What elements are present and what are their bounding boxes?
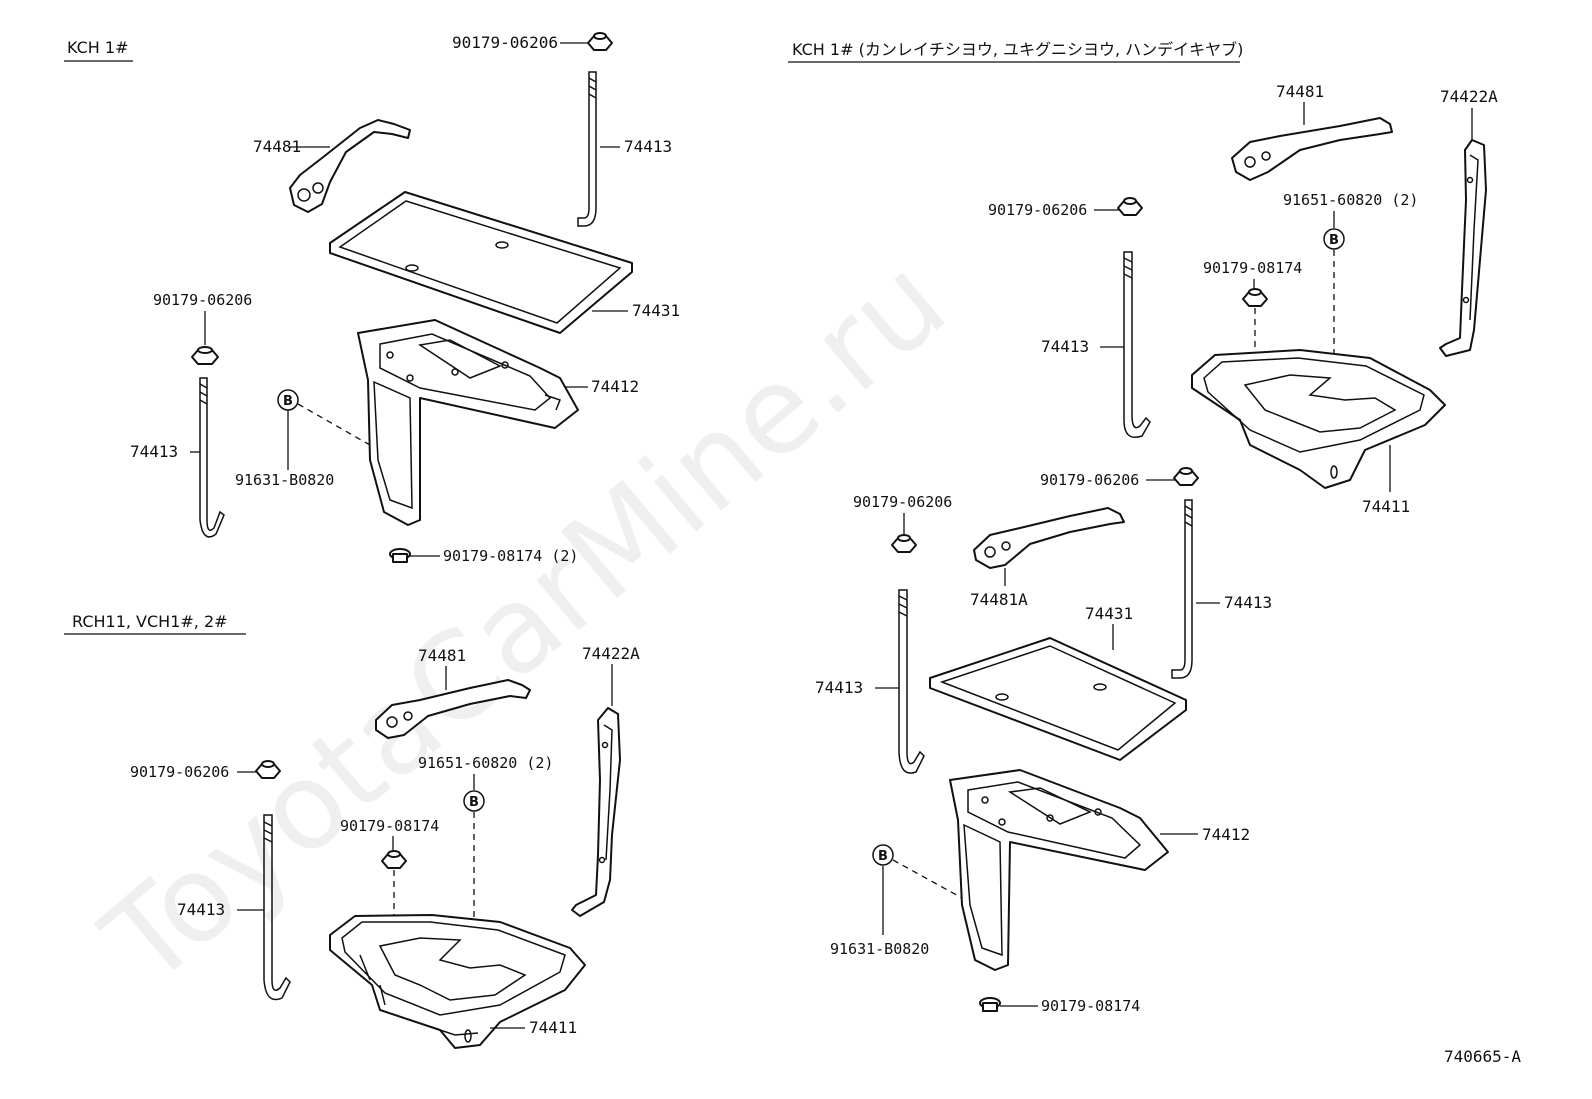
label-rod-top: 74413 [1041, 337, 1089, 356]
nut-icon [891, 534, 917, 553]
battery-carrier-bracket-icon [949, 769, 1169, 971]
label-rod: 74413 [177, 900, 225, 919]
label-rod-mid-left: 74413 [815, 678, 863, 697]
label-pad: 74431 [1085, 604, 1133, 623]
battery-tray-icon [1191, 349, 1446, 489]
label-rod-mid-right: 74413 [1224, 593, 1272, 612]
nut-icon [1173, 467, 1199, 486]
hook-rod-icon [1171, 499, 1193, 679]
label-bolt-top: 91651-60820 (2) [1283, 191, 1418, 209]
section-right: KCH 1# (カンレイチシヨウ, ユキグニシヨウ, ハンデイキヤブ) 7448… [788, 40, 1498, 1015]
svg-text:B: B [283, 394, 293, 409]
label-nut2: 90179-08174 [340, 817, 439, 835]
label-nut2-top: 90179-08174 [1203, 259, 1302, 277]
label-clamp-mid: 74481A [970, 590, 1028, 609]
label-bolt: 91651-60820 (2) [418, 754, 553, 772]
label-tray: 74411 [529, 1018, 577, 1037]
flange-nut-icon [979, 997, 1001, 1012]
label-bolt-bottom: 91631-B0820 [830, 940, 929, 958]
bolt-marker-icon: B [1323, 228, 1345, 250]
battery-clamp-icon [289, 119, 411, 213]
label-nut-bottom: 90179-08174 (2) [443, 547, 578, 565]
diagram-code: 740665-A [1444, 1047, 1521, 1066]
svg-text:B: B [469, 795, 479, 810]
nut-icon [1242, 288, 1268, 307]
label-stay: 74422A [1440, 87, 1498, 106]
label-nut-mid: 90179-06206 [1040, 471, 1139, 489]
battery-stay-icon [1439, 139, 1487, 357]
hook-rod-icon [577, 71, 597, 227]
label-tray: 74411 [1362, 497, 1410, 516]
label-bolt: 91631-B0820 [235, 471, 334, 489]
section-top-left: KCH 1# 90179-06206 74413 74481 [64, 32, 680, 565]
nut-icon [1117, 197, 1143, 216]
battery-pad-icon [329, 191, 633, 334]
battery-clamp-icon [375, 679, 531, 739]
bolt-marker-icon: B [872, 844, 894, 866]
battery-clamp-icon [973, 507, 1125, 569]
nut-icon [255, 760, 281, 779]
label-nut-mid-left: 90179-06206 [853, 493, 952, 511]
bolt-marker-icon: B [277, 389, 299, 411]
svg-text:B: B [1329, 233, 1339, 248]
label-clamp: 74481 [253, 137, 301, 156]
section-title-top-left: KCH 1# [67, 38, 129, 57]
label-bracket: 74412 [591, 377, 639, 396]
label-pad: 74431 [632, 301, 680, 320]
label-nut-bottom: 90179-08174 [1041, 997, 1140, 1015]
label-nut: 90179-06206 [130, 763, 229, 781]
label-nut-top: 90179-06206 [452, 33, 558, 52]
flange-nut-icon [389, 548, 411, 563]
nut-icon [191, 346, 219, 365]
battery-tray-icon [329, 914, 586, 1049]
label-clamp-top: 74481 [1276, 82, 1324, 101]
leader-dashed [892, 859, 963, 899]
label-stay: 74422A [582, 644, 640, 663]
section-title-right: KCH 1# (カンレイチシヨウ, ユキグニシヨウ, ハンデイキヤブ) [792, 40, 1243, 59]
label-clamp: 74481 [418, 646, 466, 665]
label-rod-left: 74413 [130, 442, 178, 461]
label-bracket: 74412 [1202, 825, 1250, 844]
svg-text:B: B [878, 849, 888, 864]
battery-carrier-bracket-icon [357, 319, 579, 526]
label-nut-left: 90179-06206 [153, 291, 252, 309]
hook-rod-icon [1123, 251, 1151, 438]
battery-stay-icon [571, 707, 621, 917]
hook-rod-icon [199, 377, 225, 538]
section-title-bottom-left: RCH11, VCH1#, 2# [72, 612, 228, 631]
section-bottom-left: RCH11, VCH1#, 2# 74481 74422A 90179-0620… [64, 612, 640, 1049]
nut-icon [587, 32, 613, 51]
battery-clamp-icon [1231, 117, 1393, 181]
label-nut-top: 90179-06206 [988, 201, 1087, 219]
nut-icon [381, 850, 407, 869]
battery-pad-icon [929, 637, 1187, 761]
label-rod-top: 74413 [624, 137, 672, 156]
bolt-marker-icon: B [463, 790, 485, 812]
leader-dashed [297, 403, 371, 446]
hook-rod-icon [898, 589, 925, 774]
hook-rod-icon [263, 814, 291, 1001]
